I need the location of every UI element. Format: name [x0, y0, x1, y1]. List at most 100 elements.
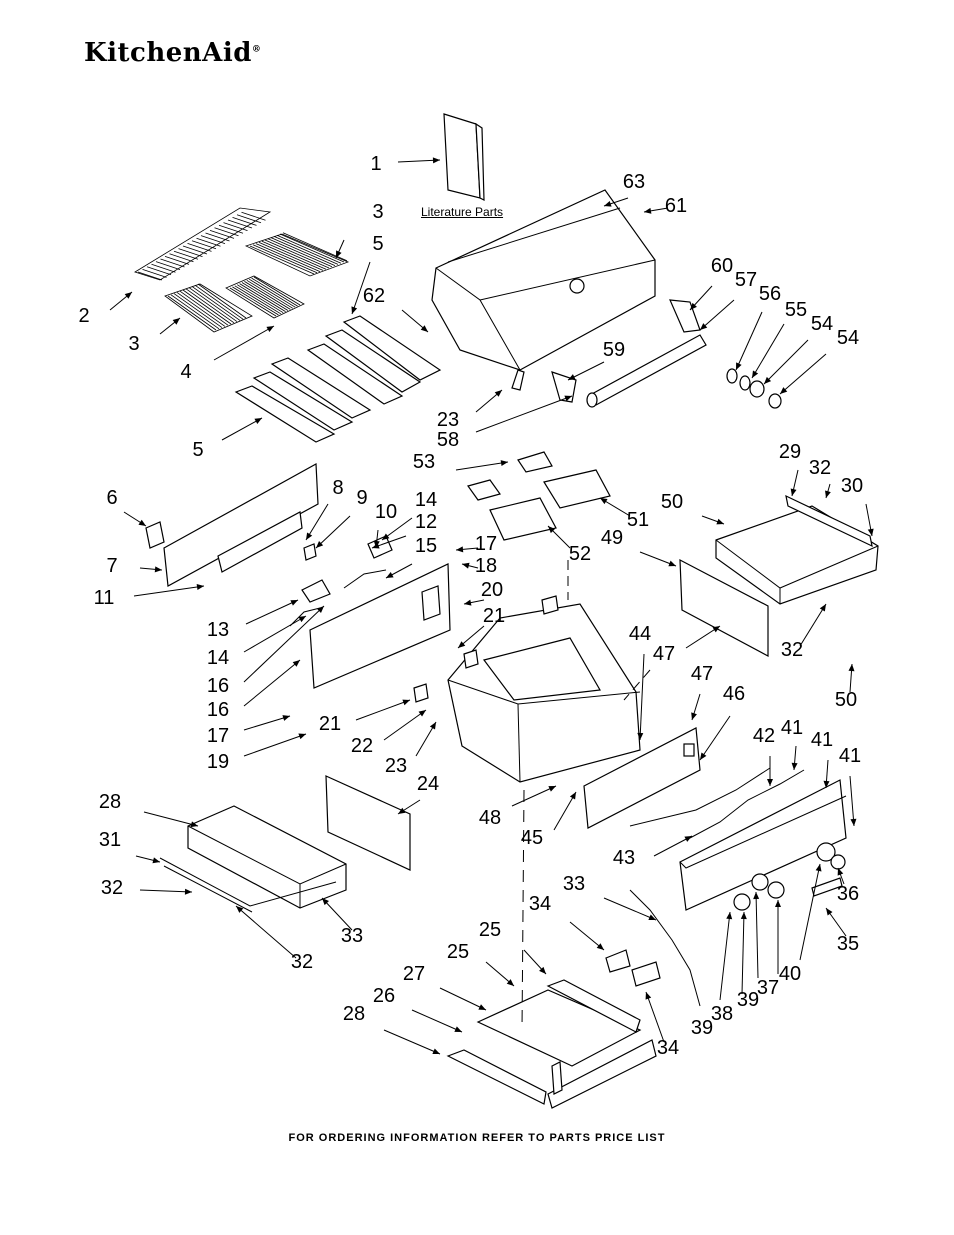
arrowhead-12 — [372, 542, 380, 549]
callout-19: 19 — [207, 751, 229, 773]
arrowhead-48 — [548, 786, 556, 792]
arrowhead-29 — [790, 488, 797, 496]
grate-bar — [251, 277, 298, 307]
leader-line-40 — [799, 863, 821, 961]
callout-43: 43 — [613, 847, 635, 869]
left-cart-panel — [325, 775, 411, 871]
arrowhead-46 — [700, 752, 707, 760]
leader-line-56 — [735, 311, 763, 371]
warming-rack-bar — [232, 217, 257, 226]
arrowhead-15 — [386, 572, 394, 578]
callout-33: 33 — [341, 925, 363, 947]
leader-line-34 — [569, 921, 605, 951]
leader-line-1 — [397, 159, 441, 163]
callout-50: 50 — [835, 689, 857, 711]
callout-46: 46 — [723, 683, 745, 705]
warming-rack-bar — [142, 269, 167, 278]
grate-bar — [173, 293, 223, 328]
hood-handle — [551, 299, 707, 408]
leader-line-21 — [355, 699, 411, 721]
leader-line-38 — [741, 911, 745, 995]
leader-line-16 — [243, 605, 325, 683]
warming-rack-bar — [227, 219, 253, 229]
leader-line-58 — [475, 395, 573, 433]
arrowhead-57 — [700, 323, 708, 330]
arrowhead-5 — [254, 418, 262, 425]
leader-line-54 — [779, 353, 827, 395]
arrowhead-30 — [867, 528, 874, 536]
arrowhead-17 — [456, 546, 464, 553]
arrowhead-59 — [568, 374, 576, 380]
callout-17: 17 — [475, 533, 497, 555]
callout-57: 57 — [735, 269, 757, 291]
arrowhead-34 — [596, 943, 604, 950]
callout-8: 8 — [332, 477, 343, 499]
brand-logo: KitchenAid® — [84, 38, 262, 68]
grate-bar — [234, 285, 282, 315]
leader-line-27 — [439, 987, 487, 1011]
arrowhead-2 — [124, 292, 132, 299]
leader-line-8 — [305, 503, 329, 541]
arrowhead-21 — [458, 641, 466, 648]
callout-28: 28 — [343, 1003, 365, 1025]
grate-bar — [261, 240, 327, 270]
arrowhead-19 — [298, 733, 306, 740]
warming-rack-bar — [200, 235, 226, 244]
leader-line-39 — [719, 911, 731, 1001]
leader-line-53 — [455, 461, 509, 471]
warming-rack-bar — [164, 256, 190, 265]
leader-line-57 — [699, 299, 735, 331]
arrowhead-39 — [753, 892, 760, 900]
arrowhead-41 — [823, 780, 830, 788]
control-panel — [309, 563, 451, 689]
arrowhead-32 — [819, 604, 826, 612]
ignition-parts — [289, 535, 393, 627]
leader-line-13 — [245, 599, 299, 625]
callout-leaders — [109, 157, 874, 1055]
warming-rack-bar — [137, 271, 163, 281]
callout-49: 49 — [601, 527, 623, 549]
warming-rack-bar — [146, 266, 172, 276]
grate-bars — [137, 211, 348, 331]
leader-line-9 — [315, 515, 351, 549]
callout-37: 37 — [757, 977, 779, 999]
callout-29: 29 — [779, 441, 801, 463]
grate-bar — [232, 286, 279, 316]
callout-56: 56 — [759, 283, 781, 305]
right-side-shelf — [679, 494, 879, 658]
grate-bar — [176, 292, 226, 327]
grate-bar — [264, 239, 330, 269]
bottom-shelf-frame — [446, 979, 657, 1109]
leader-line-44 — [639, 653, 645, 741]
grate-bar — [246, 279, 294, 309]
leader-line-4 — [213, 325, 275, 361]
callout-41: 41 — [811, 729, 833, 751]
arrowhead-43 — [684, 836, 692, 842]
grate-bar — [239, 283, 286, 312]
grate-bar — [185, 288, 235, 324]
callout-32: 32 — [291, 951, 313, 973]
gas-manifold-and-wires — [629, 767, 805, 1007]
leader-line-48 — [511, 785, 557, 807]
callout-14: 14 — [207, 647, 229, 669]
callout-36: 36 — [837, 883, 859, 905]
leader-line-5 — [351, 261, 371, 315]
callout-3: 3 — [372, 201, 383, 223]
arrowhead-14 — [298, 616, 306, 623]
arrowhead-25 — [539, 966, 546, 974]
warming-rack-bar — [196, 237, 221, 247]
control-console — [679, 779, 847, 911]
arrowhead-41 — [850, 818, 857, 826]
warming-rack-bar — [151, 263, 176, 273]
arrowhead-1 — [432, 157, 440, 164]
firebox — [413, 595, 641, 783]
callout-26: 26 — [373, 985, 395, 1007]
grate-bar — [241, 282, 289, 311]
grill-hood — [431, 189, 656, 391]
callout-34: 34 — [529, 893, 551, 915]
arrowhead-28 — [190, 821, 198, 828]
callout-42: 42 — [753, 725, 775, 747]
arrowhead-23 — [429, 722, 436, 730]
arrowhead-39 — [726, 912, 733, 920]
callout-21: 21 — [319, 713, 341, 735]
